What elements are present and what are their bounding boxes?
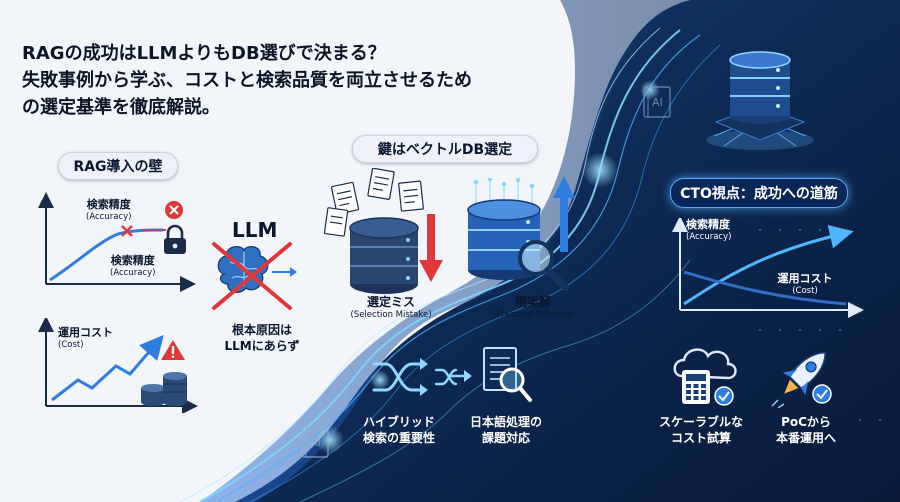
database-with-documents-icon [323,168,424,294]
solution-text: 現実解 [514,295,551,309]
coin-stack-icon [141,372,187,406]
root-cause-line-1: 根本原因は [231,323,292,337]
database-search-icon [467,178,570,292]
ai-book-top-text: AI [652,96,663,109]
headline-line-1: RAGの成功はLLMよりもDB選びで決まる？ [22,43,386,64]
right-cost-label: 運用コスト (Cost) [770,272,840,298]
right-accuracy-label: 検索精度 (Accuracy) [686,218,731,244]
hybrid-line-1: ハイブリッド [363,415,435,429]
cost-falling-curve [683,270,847,306]
root-cause-line-2: LLMにあらず [224,339,300,353]
accuracy-top-sub: (Accuracy) [86,212,132,222]
pill-rag-barrier: RAG導入の壁 [58,152,178,180]
document-search-icon [483,347,532,402]
headline-line-3: の選定基準を徹底解説。 [22,97,220,118]
down-arrow-icon [419,214,443,282]
japanese-label: 日本語処理の 課題対応 [464,414,548,446]
cost-rising-chart [38,318,198,413]
magnifier-glass [518,240,570,292]
cost-label: 運用コスト (Cost) [58,326,113,352]
scalable-line-2: コスト試算 [670,431,731,445]
ai-book-bottom-text: AI [310,436,321,449]
right-accuracy-text: 検索精度 [686,218,730,231]
ai-book-icon-bottom: AI [301,426,329,458]
poc-line-2: 本番運用へ [775,431,836,445]
japanese-line-2: 課題対応 [481,431,530,445]
poc-label: PoCから 本番運用へ [766,414,846,446]
cost-trend-line [51,334,164,402]
cloud-calculator-icon [673,348,737,406]
pill-vector-db-key: 鍵はベクトルDB選定 [352,135,538,163]
hybrid-line-2: 検索の重要性 [362,431,435,445]
cost-sub: (Cost) [58,340,84,350]
hybrid-shuffle-icon [372,358,458,396]
cost-text: 運用コスト [58,326,113,339]
warning-icon [161,340,185,360]
root-cause-label: 根本原因は LLMにあらず [222,322,302,354]
llm-heading: LLM [232,218,278,242]
scalable-line-1: スケーラブルな [658,415,743,429]
accuracy-top-text: 検索精度 [86,198,131,211]
right-cost-sub: (Cost) [792,286,818,296]
poc-line-1: PoCから [781,415,831,429]
server-database-icon [706,51,814,150]
solution-sub: (Practical Solution) [492,310,574,320]
error-icon [165,201,183,219]
mistake-sub: (Selection Mistake) [350,310,432,320]
rocket-icon [771,352,832,408]
accuracy-mid-sub: (Accuracy) [110,268,156,278]
ai-book-icon-top: AI [643,86,671,118]
lock-icon [164,224,186,254]
hybrid-label: ハイブリッド 検索の重要性 [356,414,442,446]
solution-label: 現実解 (Practical Solution) [478,296,588,322]
document-icons [323,168,424,237]
accuracy-cost-chart [672,218,864,318]
accuracy-top-label: 検索精度 (Accuracy) [86,198,131,224]
x-mark [121,225,133,237]
headline-line-2: 失敗事例から学ぶ、コストと検索品質を両立させるため [22,70,472,91]
pill-cto-view: CTO視点：成功への道筋 [670,178,848,208]
mistake-text: 選定ミス [366,295,415,309]
headline: RAGの成功はLLMよりもDB選びで決まる？ 失敗事例から学ぶ、コストと検索品質… [22,40,582,121]
right-cost-text: 運用コスト [777,272,833,285]
mistake-label: 選定ミス (Selection Mistake) [336,296,446,322]
scalable-label: スケーラブルな コスト試算 [654,414,748,446]
connector-arrow-icon [448,370,472,382]
accuracy-plateau-chart [38,192,196,292]
database-cylinder [349,217,419,294]
up-arrow-icon [553,176,575,252]
japanese-line-1: 日本語処理の [469,415,542,429]
accuracy-mid-label: 検索精度 (Accuracy) [110,254,155,280]
brain-crossed-icon [212,242,297,310]
accuracy-mid-text: 検索精度 [110,254,155,267]
accuracy-rising-curve [683,225,854,306]
right-accuracy-sub: (Accuracy) [686,232,732,242]
